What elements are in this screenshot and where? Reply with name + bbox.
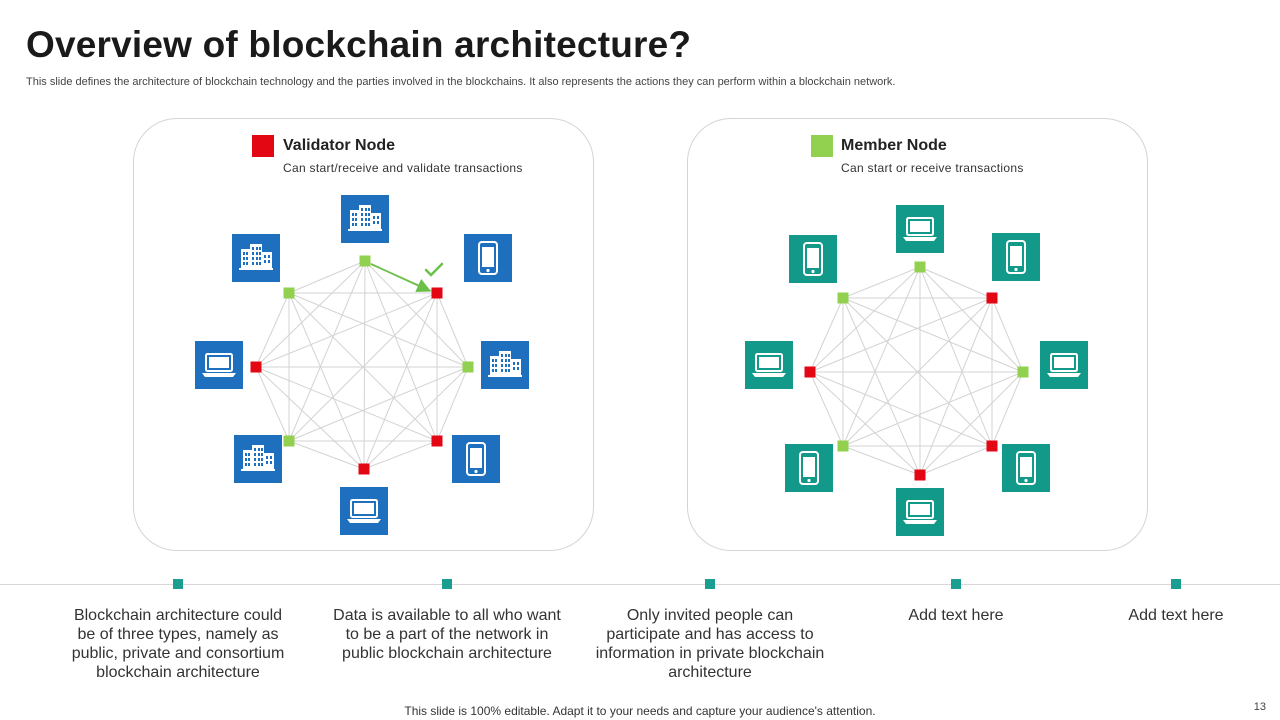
network-link — [991, 297, 1024, 373]
timeline-marker — [173, 579, 183, 589]
left-network — [195, 195, 529, 535]
network-link — [919, 266, 993, 299]
footer-note: This slide is 100% editable. Adapt it to… — [404, 704, 876, 718]
network-link — [842, 297, 1024, 373]
building-icon — [481, 341, 529, 389]
network-link — [255, 292, 290, 368]
network-link — [809, 371, 921, 476]
member-legend-swatch — [811, 135, 833, 157]
check-icon — [424, 262, 444, 277]
laptop-icon — [896, 205, 944, 253]
member-legend-title: Member Node — [841, 137, 947, 154]
network-link — [288, 292, 469, 368]
validator-node — [250, 361, 262, 373]
member-node — [359, 255, 371, 267]
network-link — [363, 440, 438, 470]
network-link — [363, 292, 438, 470]
validator-legend-desc: Can start/receive and validate transacti… — [283, 161, 523, 175]
network-link — [842, 371, 1024, 447]
laptop-icon — [896, 488, 944, 536]
timeline-marker — [705, 579, 715, 589]
phone-icon — [464, 234, 512, 282]
timeline-marker — [442, 579, 452, 589]
right-network — [745, 205, 1088, 536]
timeline-text: Data is available to all who want to be … — [333, 607, 561, 662]
transaction-arrow — [370, 263, 432, 293]
network-link — [288, 260, 366, 442]
network-link — [919, 445, 993, 476]
member-node — [1017, 366, 1029, 378]
laptop-icon — [745, 341, 793, 389]
network-link — [842, 266, 921, 299]
timeline-marker — [951, 579, 961, 589]
validator-node — [358, 463, 370, 475]
network-link — [919, 371, 1024, 476]
page-subtitle: This slide defines the architecture of b… — [26, 76, 896, 88]
phone-icon — [1002, 444, 1050, 492]
validator-panel: Validator Node Can start/receive and val… — [133, 118, 594, 551]
timeline-text: Blockchain architecture could be of thre… — [71, 607, 285, 681]
network-link — [991, 371, 1024, 447]
member-node — [283, 287, 295, 299]
phone-icon — [785, 444, 833, 492]
member-node — [462, 361, 474, 373]
network-links — [809, 266, 1024, 476]
validator-node — [431, 435, 443, 447]
network-link — [842, 266, 921, 447]
member-node — [283, 435, 295, 447]
laptop-icon — [195, 341, 243, 389]
validator-node — [986, 292, 998, 304]
network-link — [842, 297, 921, 476]
page-number: 13 — [1253, 701, 1266, 713]
network-link — [363, 366, 469, 470]
network-link — [809, 297, 844, 373]
validator-node — [986, 440, 998, 452]
laptop-icon — [340, 487, 388, 535]
network-links — [255, 260, 469, 470]
network-link — [288, 292, 438, 442]
laptop-icon — [1040, 341, 1088, 389]
timeline-marker — [1171, 579, 1181, 589]
timeline-text: Only invited people can participate and … — [595, 607, 825, 681]
building-icon — [341, 195, 389, 243]
network-link — [809, 297, 993, 373]
member-legend-desc: Can start or receive transactions — [841, 161, 1024, 175]
member-node — [914, 261, 926, 273]
page-title: Overview of blockchain architecture? — [26, 24, 692, 65]
network-link — [842, 297, 993, 447]
network-link — [919, 266, 993, 447]
network-link — [919, 297, 993, 476]
phone-icon — [992, 233, 1040, 281]
network-link — [842, 445, 921, 476]
network-link — [288, 440, 365, 470]
member-node — [837, 440, 849, 452]
network-link — [364, 260, 438, 442]
timeline-text: Add text here — [1128, 607, 1224, 624]
network-link — [436, 292, 469, 368]
network-link — [809, 371, 993, 447]
network-link — [919, 266, 1024, 373]
timeline-line — [0, 584, 1280, 585]
building-icon — [234, 435, 282, 483]
validator-legend-title: Validator Node — [283, 137, 396, 154]
phone-icon — [789, 235, 837, 283]
phone-icon — [452, 435, 500, 483]
validator-node — [804, 366, 816, 378]
timeline-text: Add text here — [908, 607, 1004, 624]
member-node — [837, 292, 849, 304]
building-icon — [232, 234, 280, 282]
validator-legend-swatch — [252, 135, 274, 157]
network-link — [255, 366, 438, 442]
network-link — [255, 366, 365, 470]
network-link — [255, 366, 290, 442]
network-link — [288, 292, 365, 470]
validator-node — [914, 469, 926, 481]
network-link — [288, 260, 366, 294]
network-link — [436, 366, 469, 442]
network-link — [255, 292, 438, 368]
network-link — [809, 371, 844, 447]
validator-node — [431, 287, 443, 299]
network-link — [288, 366, 469, 442]
